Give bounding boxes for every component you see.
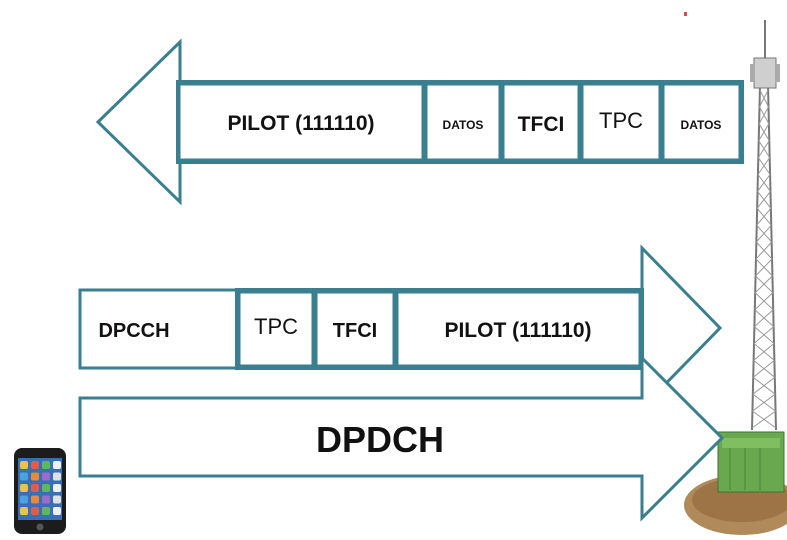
- uplink-field-tpc-box: [237, 290, 315, 368]
- downlink-field-pilot-box: [177, 82, 425, 162]
- downlink-field-tfci: TFCI: [518, 113, 565, 136]
- uplink-dpdch-arrow: DPDCH: [78, 354, 725, 522]
- downlink-field-datos-box: [424, 82, 502, 162]
- uplink-dpcch-arrow: DPCCH TPC TFCI PILOT (111110): [78, 244, 723, 412]
- base-station-tower-icon: [684, 20, 787, 535]
- downlink-field-tpc-box: [580, 82, 662, 162]
- downlink-field-datos2-box: [661, 82, 742, 162]
- downlink-field-datos: DATOS: [443, 118, 484, 132]
- downlink-field-tfci-box: [501, 82, 581, 162]
- uplink-field-tfci-box: [314, 290, 396, 368]
- downlink-field-tpc: TPC: [599, 108, 643, 133]
- downlink-field-datos-2: DATOS: [681, 118, 722, 132]
- uplink-field-tpc: TPC: [254, 314, 298, 339]
- marker-dot: [684, 12, 687, 16]
- uplink-field-tfci: TFCI: [333, 320, 377, 342]
- uplink-field-pilot-box: [395, 290, 642, 368]
- downlink-arrow: PILOT (111110) DATOS TFCI TPC DATOS: [95, 38, 744, 206]
- uplink-field-pilot: PILOT (111110): [444, 319, 591, 342]
- phone-icon: [14, 448, 66, 534]
- dpdch-label: DPDCH: [316, 419, 444, 460]
- downlink-field-pilot: PILOT (111110): [227, 112, 374, 135]
- dpcch-label: DPCCH: [98, 320, 169, 342]
